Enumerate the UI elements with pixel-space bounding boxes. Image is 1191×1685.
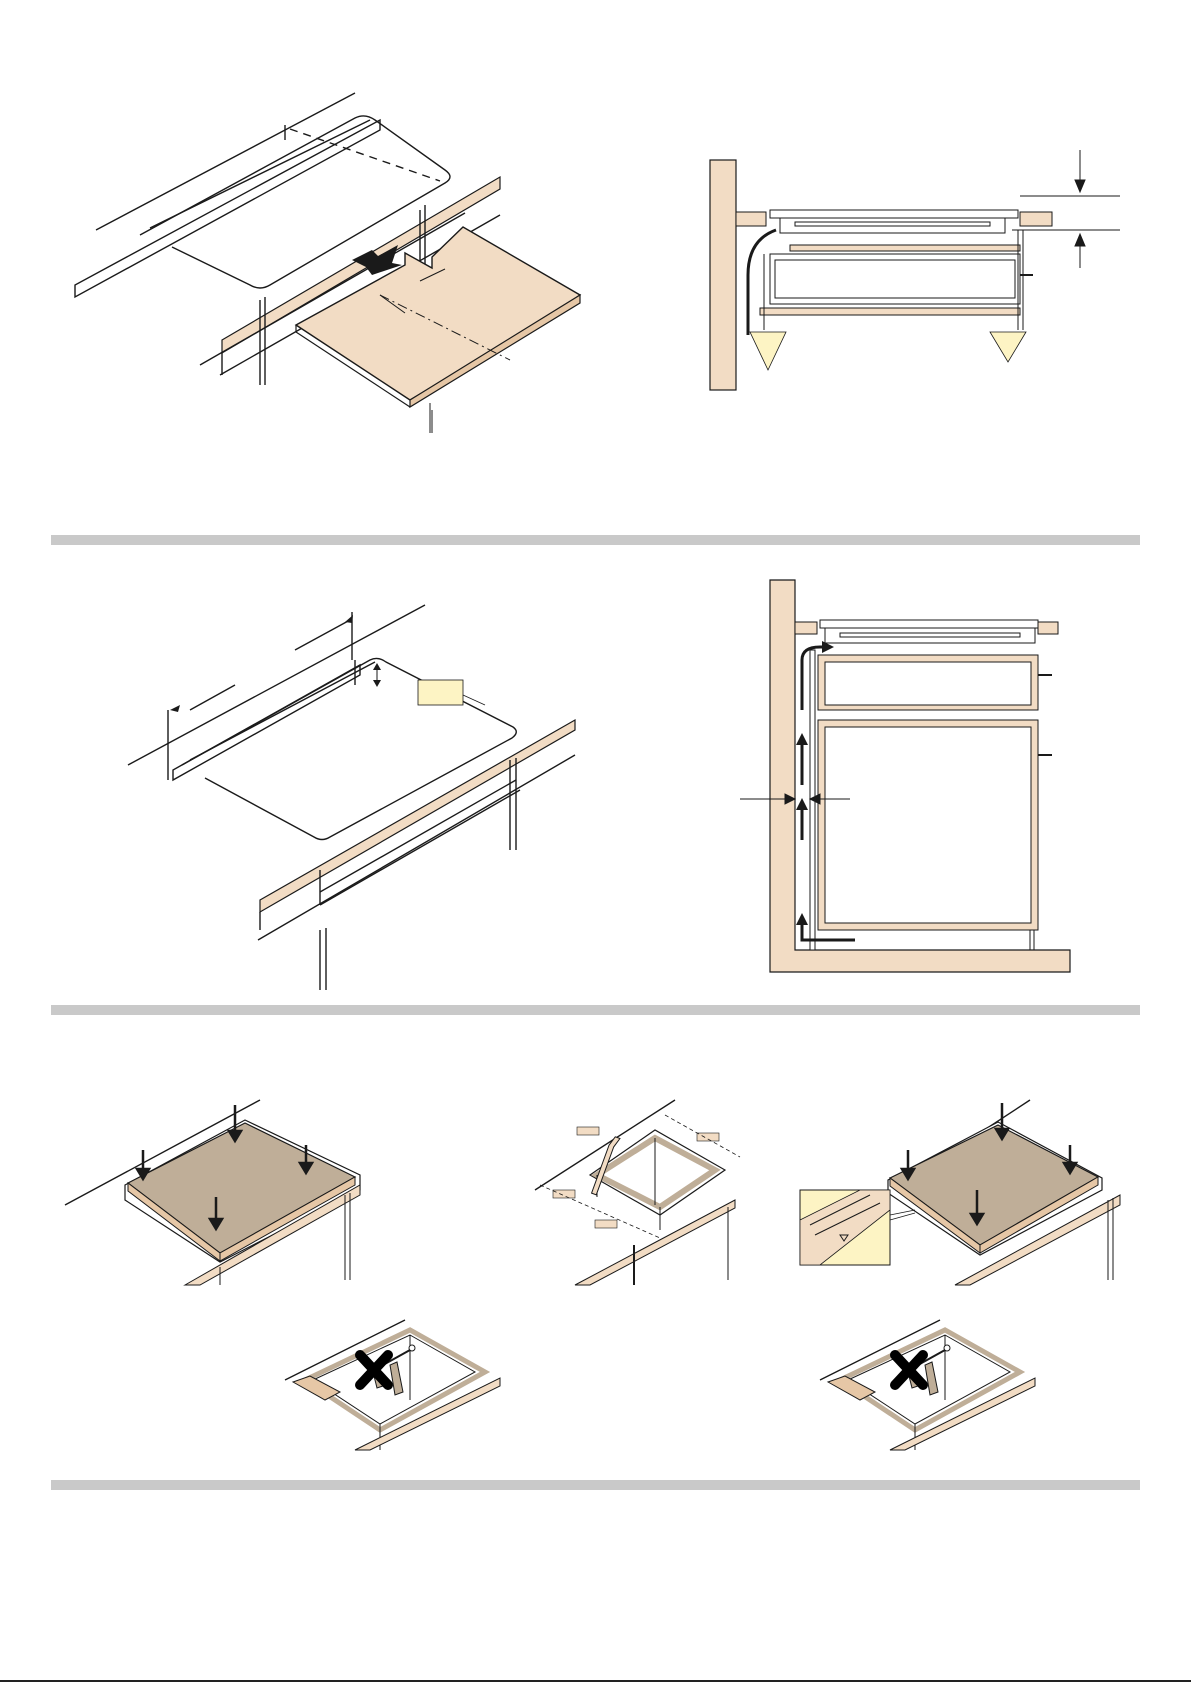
magnifier-icon <box>800 1190 915 1265</box>
figure-hob-detail <box>800 1095 1130 1285</box>
page-bottom-rule <box>0 1680 1191 1682</box>
dimension-label-box <box>418 680 463 705</box>
figure-no-screws-right <box>820 1320 1035 1450</box>
worktop-front-edge <box>260 720 575 912</box>
figure-sealant <box>535 1095 775 1285</box>
hob-surface <box>128 1123 355 1253</box>
figure-no-screws-left <box>285 1320 500 1450</box>
airflow-icon <box>990 332 1026 362</box>
figure-cutout-dimensions <box>120 600 600 990</box>
dimension-icon <box>373 663 381 687</box>
hob-unit <box>770 210 1018 218</box>
figure-ventilation-drawer <box>700 150 1120 410</box>
figure-hob-insertion <box>60 1095 380 1285</box>
wall <box>710 160 736 390</box>
section-separator <box>51 1480 1140 1490</box>
figure-cutout-template <box>80 85 640 485</box>
section-separator <box>51 535 1140 545</box>
section-separator <box>51 1005 1140 1015</box>
airflow-icon <box>750 332 786 370</box>
hob-unit <box>820 620 1038 628</box>
cutout-template-board <box>296 227 580 400</box>
figure-ventilation-oven <box>740 580 1070 980</box>
